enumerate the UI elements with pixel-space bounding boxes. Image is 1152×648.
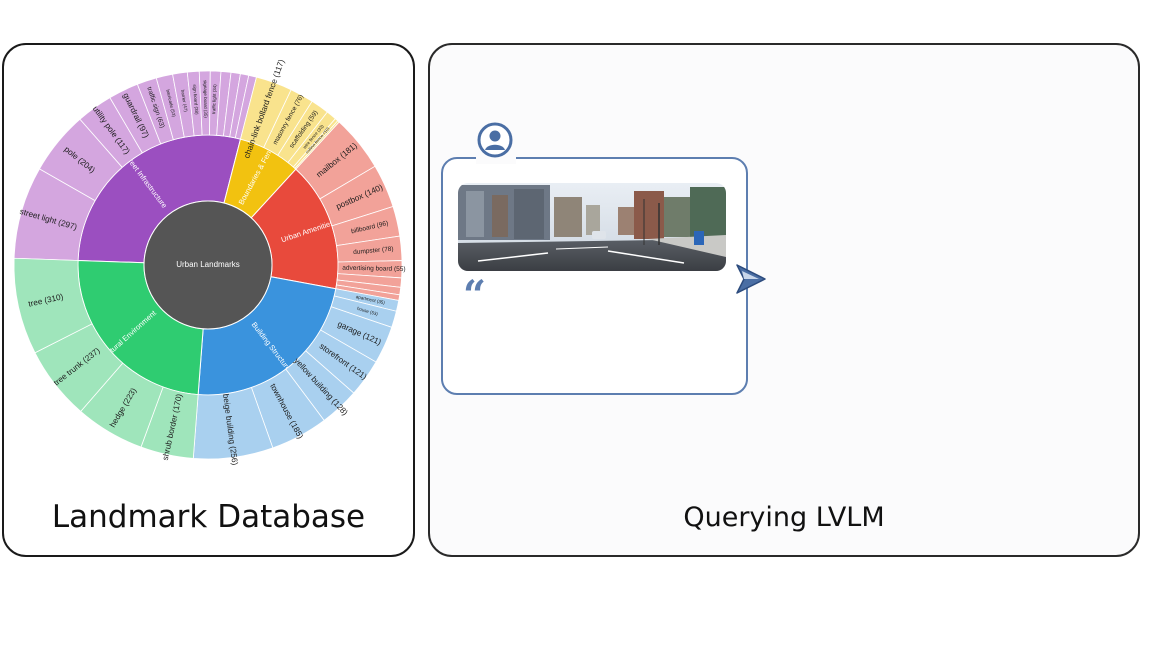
querying-lvlm-caption: Querying LVLM: [683, 502, 885, 533]
sunburst-leaf-label: house (53): [356, 306, 379, 317]
sunburst-leaf-label: barricade (53): [165, 89, 176, 118]
sunburst-root: [143, 200, 273, 330]
sunburst-leaf-label: traffic light (34): [211, 84, 217, 114]
sunburst-root-label: Urban Landmarks: [176, 260, 240, 269]
sunburst-leaf-label: signage board (35): [203, 80, 209, 118]
sunburst-leaf-label: dumpster (78): [353, 246, 394, 256]
sunburst-leaf: [13, 257, 93, 354]
sunburst-leaf-label: apartment (35): [355, 294, 385, 305]
user-avatar-icon: [477, 122, 513, 158]
sunburst-leaf-label: advertising board (55): [342, 265, 405, 273]
landmark-database-caption: Landmark Database: [51, 499, 366, 535]
sunburst-leaf-label: barrier (47): [180, 89, 188, 112]
send-arrow-icon[interactable]: [734, 262, 768, 296]
street-scene-photo: [458, 183, 726, 271]
sunburst-leaf-label: sign board (38): [192, 84, 199, 115]
quote-icon: “: [463, 272, 487, 319]
